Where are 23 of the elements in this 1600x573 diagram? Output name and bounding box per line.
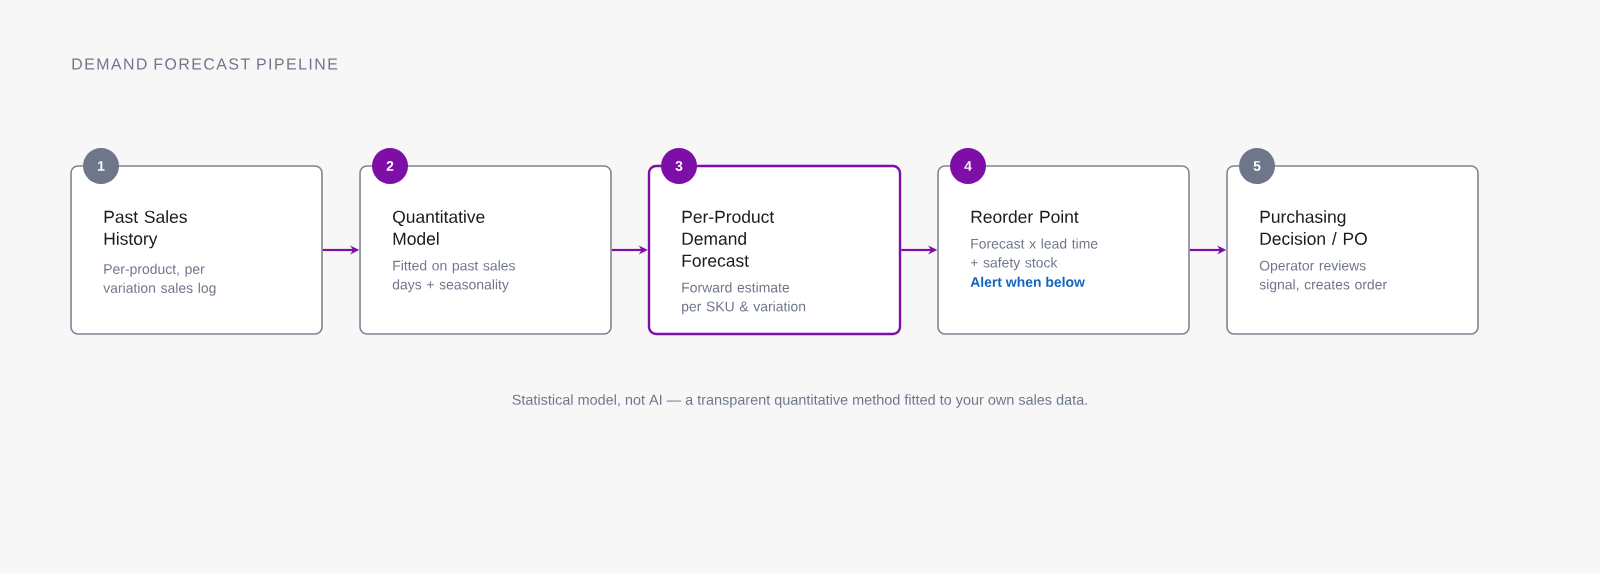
- step-description: Forward estimate per SKU & variation: [682, 282, 806, 315]
- step-heading: Reorder Point: [971, 210, 1079, 223]
- step-card: [937, 148, 1190, 335]
- step-card: [1226, 148, 1479, 335]
- step-description: Operator reviews signal, creates order: [1259, 260, 1387, 293]
- step-heading: Quantitative Model: [393, 210, 485, 245]
- step-heading: Per-Product Demand Forecast: [682, 210, 775, 267]
- number-badge: 2: [372, 148, 408, 184]
- diagram-title: DEMAND FORECAST PIPELINE: [72, 58, 338, 70]
- number-badge: 5: [1239, 148, 1275, 184]
- step-description: Forecast x lead time + safety stock: [970, 238, 1098, 271]
- number-badge: 4: [950, 148, 986, 184]
- caption: Statistical model, not AI — a transparent quantitative method fitted to your own sales data.: [512, 394, 1087, 408]
- number-badge: 1: [83, 148, 119, 184]
- alert-note: Alert when below: [970, 276, 1085, 287]
- step-heading: Past Sales History: [104, 210, 187, 249]
- step-description: Fitted on past sales days + seasonality: [392, 260, 515, 293]
- number-badge: 3: [661, 148, 697, 184]
- step-description: Per-product, per variation sales log: [103, 263, 216, 296]
- step-heading: Purchasing Decision / PO: [1260, 210, 1367, 245]
- step-card: [70, 148, 323, 335]
- step-card: [359, 148, 612, 335]
- step-card: [647, 148, 902, 336]
